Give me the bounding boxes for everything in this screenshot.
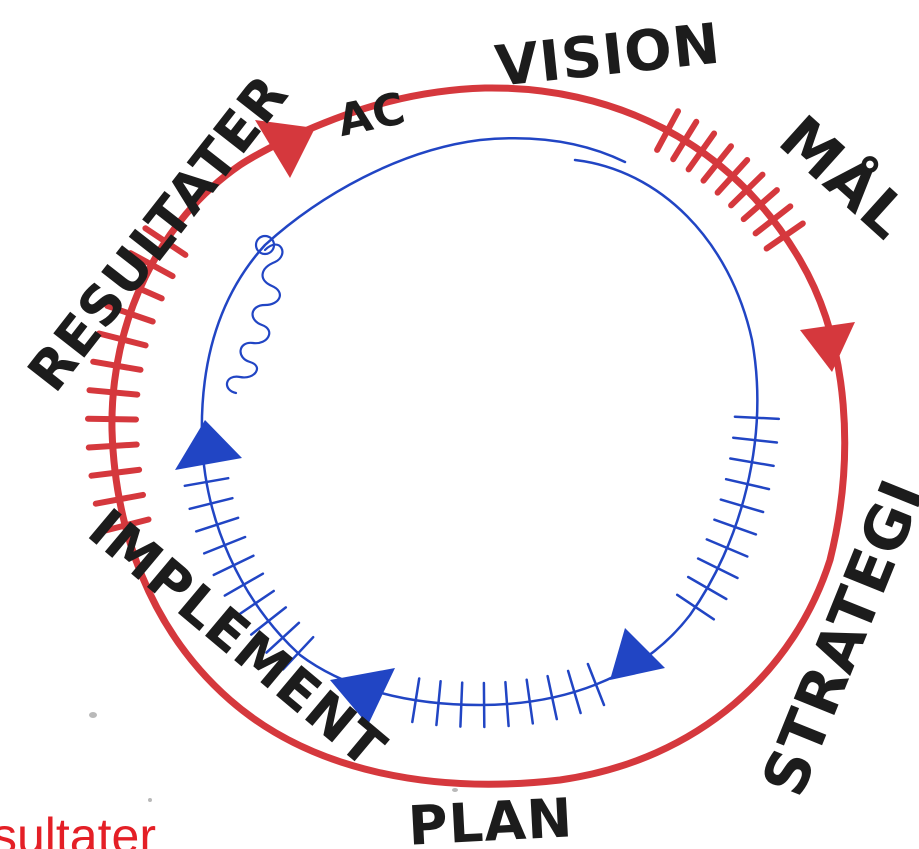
inner-hatch-mark: [724, 477, 771, 491]
inner-cycle-arrowheads: [175, 420, 665, 725]
inner-hatch-mark: [202, 535, 247, 555]
inner-hatch-mark: [696, 557, 739, 580]
outer-hatch-mark: [85, 415, 139, 423]
inner-hatch-mark: [183, 476, 230, 488]
outer-hatch-mark: [714, 157, 751, 196]
inner-hatch-mark: [194, 516, 240, 533]
outer-hatch-mark: [90, 358, 144, 373]
inner-cycle-loop-scribble: [226, 243, 284, 395]
inner-hatch-mark: [719, 498, 765, 514]
outer-hatch-mark: [763, 220, 806, 252]
inner-hatch-mark: [265, 621, 301, 654]
inner-hatch-mark: [223, 572, 265, 597]
inner-hatch-mark: [586, 662, 606, 707]
outer-hatch-mark: [142, 225, 189, 258]
inner-arrowhead-right: [610, 628, 665, 680]
outer-arrowhead-top: [255, 120, 315, 178]
outer-hatch-mark: [85, 441, 140, 451]
inner-hatch-mark: [504, 680, 510, 728]
outer-hatch-mark: [670, 118, 700, 163]
outer-hatch-mark: [99, 516, 152, 535]
inner-arrowhead-left: [175, 420, 242, 470]
outer-hatch-mark: [752, 203, 794, 237]
slide-caption: sultater: [0, 808, 156, 849]
inner-cycle-hatch-marks: [180, 415, 781, 729]
inner-hatch-mark: [212, 554, 255, 577]
outer-hatch-mark: [728, 171, 766, 209]
label-plan: PLAN: [407, 786, 575, 849]
inner-hatch-mark: [281, 635, 315, 671]
inner-hatch-mark: [731, 436, 779, 444]
label-ac: AC: [333, 83, 410, 147]
outer-hatch-mark: [654, 108, 681, 153]
outer-hatch-mark: [96, 330, 149, 349]
outer-cycle-hatch-marks: [85, 108, 806, 535]
inner-hatch-mark: [236, 589, 275, 617]
inner-hatch-mark: [249, 606, 288, 636]
outer-hatch-mark: [92, 491, 146, 507]
inner-hatch-mark: [705, 538, 749, 558]
inner-hatch-mark: [188, 496, 234, 511]
label-vision: VISION: [492, 12, 723, 100]
paper-specks: [89, 712, 458, 802]
inner-hatch-mark: [729, 457, 775, 468]
inner-hatch-mark: [566, 669, 582, 715]
inner-hatch-mark: [459, 681, 464, 728]
inner-arrowhead-bottom: [330, 668, 395, 725]
outer-hatch-mark: [114, 276, 165, 302]
inner-hatch-mark: [733, 415, 781, 421]
inner-hatch-mark: [546, 674, 559, 721]
label-resultater: RESULTATER: [16, 63, 301, 403]
outer-hatch-mark: [740, 187, 780, 223]
outer-hatch-mark: [685, 130, 718, 173]
inner-hatch-mark: [686, 575, 728, 601]
inner-cycle-ring: [200, 136, 759, 707]
outer-cycle-arrowheads: [255, 120, 855, 372]
inner-hatch-mark: [713, 518, 758, 536]
label-strategi: STRATEGI: [749, 470, 919, 806]
outer-hatch-mark: [86, 387, 141, 398]
inner-cycle-loop-knot: [254, 234, 276, 256]
outer-hatch-mark: [700, 143, 734, 184]
outer-hatch-mark: [88, 466, 143, 479]
inner-hatch-mark: [525, 678, 535, 725]
inner-hatch-mark: [411, 677, 421, 724]
outer-hatch-mark: [127, 250, 176, 280]
inner-hatch-mark: [675, 593, 716, 621]
inner-hatch-mark: [435, 679, 442, 727]
outer-arrowhead-right: [800, 322, 855, 372]
outer-hatch-mark: [104, 302, 156, 325]
